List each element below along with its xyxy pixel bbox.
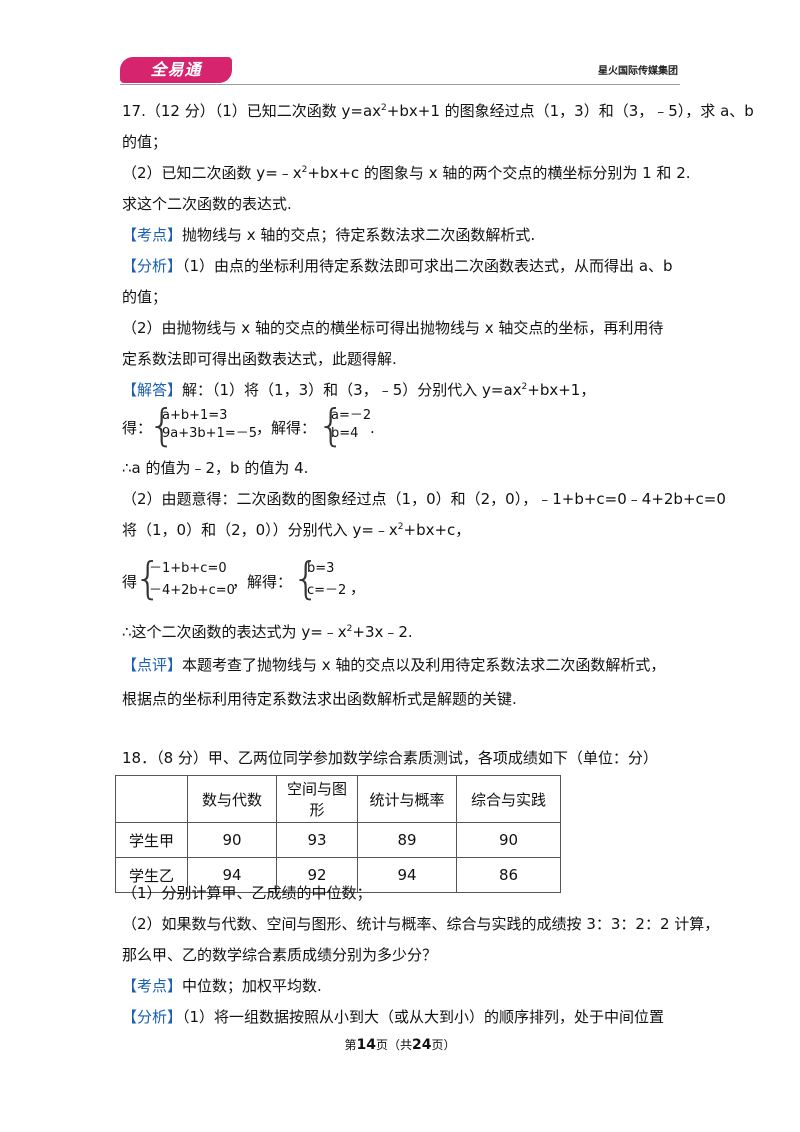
- q18-title: 18．（8 分）甲、乙两位同学参加数学综合素质测试，各项成绩如下（单位：分）: [122, 749, 658, 767]
- table-cell: 92: [276, 857, 358, 893]
- table-header-cell: 空间与图形: [276, 775, 358, 823]
- system1-eq2: 9a+3b+1=－5: [162, 426, 257, 441]
- publisher-name: 星火国际传媒集团: [598, 66, 678, 77]
- q17-fenxi4: 定系数法即可得出函数表达式，此题得解.: [122, 350, 397, 368]
- q18-sub1: （1）分别计算甲、乙成绩的中位数；: [122, 884, 372, 902]
- q17-jieda1: 【解答】解：（1）将（1，3）和（3，﹣5）分别代入 y=ax2+bx+1，: [122, 381, 596, 399]
- table-cell: 94: [357, 857, 457, 893]
- solution1-b: b=4: [331, 426, 359, 441]
- q17-period: .: [370, 419, 375, 437]
- q17-de-label: 得：: [122, 419, 153, 437]
- left-brace-icon: {: [134, 553, 162, 604]
- left-brace-icon: {: [292, 553, 320, 604]
- q17-dianping1: 【点评】本题考查了抛物线与 x 轴的交点以及利用待定系数法求二次函数解析式，: [122, 656, 666, 674]
- system2-eq1: －1+b+c=0: [149, 561, 227, 576]
- system2-eq2: －4+2b+c=0: [149, 583, 235, 598]
- table-cell: 93: [276, 822, 358, 858]
- table-header-cell: 数与代数: [187, 775, 277, 823]
- solution2-c: c=－2: [307, 583, 347, 598]
- q17-line2: 的值；: [122, 133, 168, 151]
- table-row: 学生甲 90 93 89 90: [115, 822, 561, 858]
- table-header-row: 数与代数 空间与图形 统计与概率 综合与实践: [115, 775, 561, 823]
- q17-line3: （2）已知二次函数 y=﹣x2+bx+c 的图象与 x 轴的两个交点的横坐标分别…: [122, 164, 691, 182]
- solution1-a: a=－2: [331, 408, 372, 423]
- header-divider: [120, 84, 680, 85]
- q17-line4: 求这个二次函数的表达式.: [122, 195, 292, 213]
- table-cell: 学生乙: [115, 857, 188, 893]
- solution2-b: b=3: [307, 561, 335, 576]
- q18-sub2-cont: 那么甲、乙的数学综合素质成绩分别为多少分？: [122, 946, 438, 964]
- q17-fenxi1: 【分析】（1）由点的坐标利用待定系数法即可求出二次函数表达式，从而得出 a、b: [122, 257, 673, 275]
- table-header-cell: [115, 775, 188, 823]
- q17-kaodian: 【考点】抛物线与 x 轴的交点；待定系数法求二次函数解析式.: [122, 226, 536, 244]
- q18-fenxi: 【分析】（1）将一组数据按照从小到大（或从大到小）的顺序排列，处于中间位置: [122, 1008, 665, 1026]
- table-row: 学生乙 94 92 94 86: [115, 857, 561, 893]
- left-brace-icon: {: [317, 400, 345, 451]
- q17-fenxi2: 的值；: [122, 288, 168, 306]
- table-cell: 90: [187, 822, 277, 858]
- q18-sub2: （2）如果数与代数、空间与图形、统计与概率、综合与实践的成绩按 3：3：2：2 …: [122, 915, 720, 933]
- q17-jiede-label: ，解得：: [256, 419, 317, 437]
- q17-comma: ，: [350, 579, 366, 597]
- q17-line1: 17.（12 分）（1）已知二次函数 y=ax2+bx+1 的图象经过点（1，3…: [122, 102, 754, 120]
- q17-de2-label: 得: [122, 573, 138, 591]
- q17-conclusion2: ∴这个二次函数的表达式为 y=﹣x2+3x﹣2.: [122, 623, 413, 641]
- page-footer: 第14页（共24页）: [344, 1037, 456, 1053]
- table-header-cell: 综合与实践: [456, 775, 561, 823]
- table-cell: 学生甲: [115, 822, 188, 858]
- q17-jiede2-label: ，解得：: [232, 573, 293, 591]
- q17-dianping2: 根据点的坐标利用待定系数法求出函数解析式是解题的关键.: [122, 690, 517, 708]
- scores-table: 数与代数 空间与图形 统计与概率 综合与实践 学生甲 90 93 89 90 学…: [115, 775, 561, 893]
- q17-part2-line1: （2）由题意得：二次函数的图象经过点（1，0）和（2，0），﹣1+b+c=0﹣4…: [122, 490, 726, 508]
- table-cell: 86: [456, 857, 561, 893]
- q18-kaodian: 【考点】中位数；加权平均数.: [122, 977, 322, 995]
- q17-part2-line2: 将（1，0）和（2，0））分别代入 y=﹣x2+bx+c，: [122, 521, 471, 539]
- system1-eq1: a+b+1=3: [162, 408, 228, 423]
- left-brace-icon: {: [148, 400, 176, 451]
- table-cell: 89: [357, 822, 457, 858]
- q17-conclusion1: ∴a 的值为﹣2，b 的值为 4.: [122, 459, 309, 477]
- publisher-logo: 全易通: [120, 57, 232, 83]
- q17-fenxi3: （2）由抛物线与 x 轴的交点的横坐标可得出抛物线与 x 轴交点的坐标，再利用待: [122, 319, 664, 337]
- table-cell: 90: [456, 822, 561, 858]
- table-header-cell: 统计与概率: [357, 775, 457, 823]
